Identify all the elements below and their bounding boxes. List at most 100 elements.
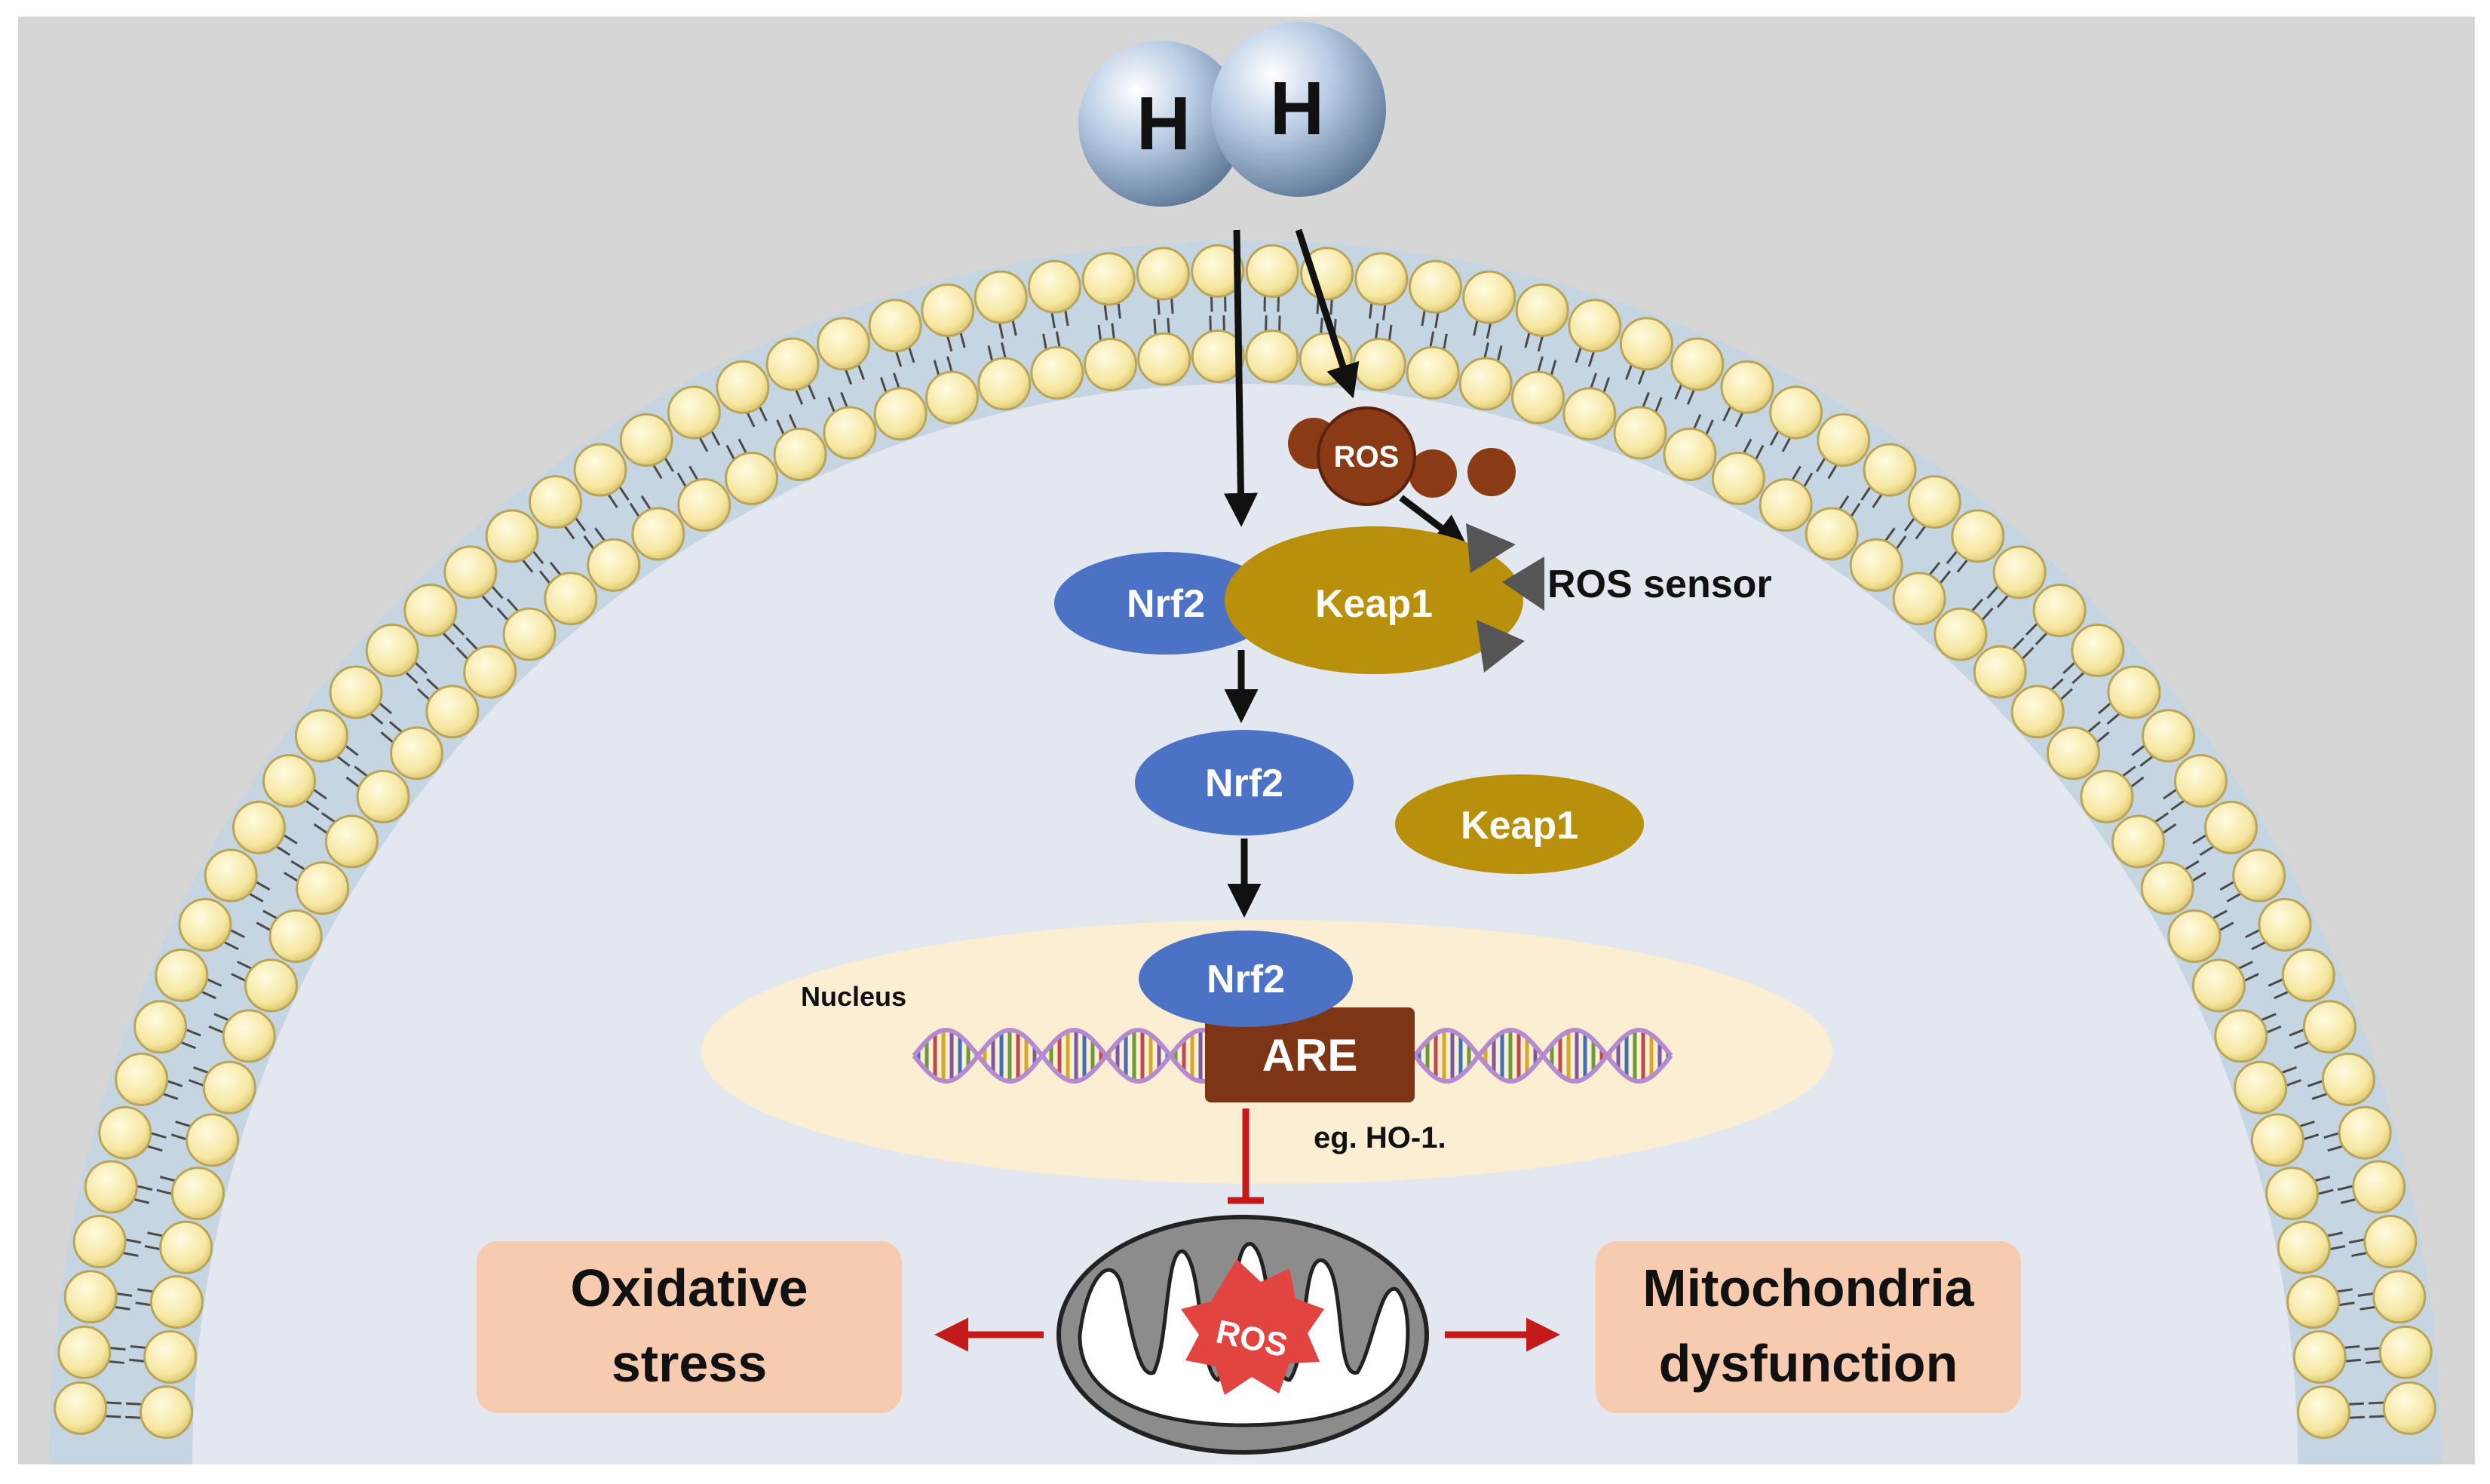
lipid-head <box>324 814 379 869</box>
lipid-head <box>1191 329 1245 383</box>
lipid-head <box>202 1060 256 1115</box>
lipid-head <box>773 428 827 482</box>
lipid-head <box>2140 861 2194 915</box>
lipid-head <box>619 413 673 468</box>
ros-sensor-triangle <box>1477 620 1525 673</box>
lipid-head <box>149 1275 204 1329</box>
dna-strand <box>1412 1027 1673 1084</box>
lipid-head <box>1973 645 2027 699</box>
lipid-head <box>294 709 348 763</box>
hydrogen-atom-left-label: H <box>1136 81 1191 166</box>
lipid-head <box>1030 345 1084 400</box>
lipid-head <box>1084 337 1138 391</box>
lipid-head <box>1951 509 2005 563</box>
lipid-head <box>1759 478 1813 532</box>
lipid-head <box>463 645 517 699</box>
lipid-head <box>1663 428 1717 482</box>
lipid-head <box>765 337 820 391</box>
lipid-head <box>1354 252 1409 306</box>
hydrogen-atom-right-label: H <box>1270 66 1324 151</box>
lipid-head <box>84 1160 138 1214</box>
lipid-head <box>1849 538 1903 592</box>
arrow-h2-to-ros <box>1295 228 1360 399</box>
lipid-head <box>631 507 685 561</box>
dna-strand <box>912 1027 1207 1084</box>
nucleus-label: Nucleus <box>801 981 906 1012</box>
lipid-head <box>390 726 444 780</box>
lipid-head <box>54 1381 108 1435</box>
lipid-head <box>1511 370 1565 425</box>
lipid-head <box>2382 1381 2436 1435</box>
lipid-head <box>573 443 627 497</box>
lipid-head <box>140 1385 194 1440</box>
lipid-head <box>232 800 286 854</box>
lipid-head <box>1245 244 1299 298</box>
lipid-head <box>98 1105 152 1160</box>
lipid-head <box>817 317 871 371</box>
mitochondria-dysfunction-line1: Mitochondria <box>1642 1259 1974 1317</box>
are-label: ARE <box>1262 1030 1358 1081</box>
lipid-head <box>204 848 258 903</box>
lipid-head <box>502 607 557 661</box>
lipid-head <box>1863 443 1917 497</box>
lipid-head <box>873 387 928 441</box>
lipid-head <box>1137 332 1191 386</box>
hydrogen-molecule: H H <box>1078 22 1386 207</box>
arrow-h2-to-nrf2-complex <box>1223 229 1258 527</box>
lipid-head <box>2352 1160 2406 1214</box>
lipid-head <box>2167 909 2222 963</box>
lipid-head <box>2296 1385 2350 1440</box>
lipid-head <box>1933 607 1988 661</box>
lipid-head <box>72 1215 127 1269</box>
lipid-head <box>977 357 1032 411</box>
lipid-head <box>2302 1000 2357 1054</box>
lipid-head <box>974 270 1028 324</box>
dna-helix <box>912 1027 1673 1084</box>
mitochondrion: ROS <box>1056 1215 1429 1455</box>
lipid-head <box>1562 387 1617 441</box>
lipid-head <box>2214 1009 2268 1063</box>
lipid-head <box>2046 726 2100 780</box>
lipid-head <box>2173 754 2228 808</box>
lipid-head <box>268 909 323 963</box>
ros-particle <box>1467 448 1516 496</box>
lipid-head <box>677 478 731 532</box>
lipid-head <box>1136 247 1190 301</box>
mitochondria-dysfunction-box <box>1596 1241 2021 1413</box>
ros-sensor-triangle <box>1466 523 1516 573</box>
lipid-head <box>921 283 975 337</box>
gene-example-label: eg. HO-1. <box>1314 1121 1446 1154</box>
hydrogen-atom-left <box>1078 41 1244 207</box>
lipid-head <box>1805 507 1859 561</box>
lipid-head <box>1568 299 1622 353</box>
lipid-head <box>425 685 480 739</box>
lipid-head <box>2372 1270 2427 1324</box>
free-keap1-label: Keap1 <box>1461 804 1578 848</box>
lipid-head <box>587 538 641 592</box>
lipid-head <box>63 1270 118 1324</box>
lipid-head <box>155 948 209 1002</box>
lipid-head <box>2032 583 2087 637</box>
lipid-head <box>1817 413 1871 468</box>
keap1-complex-label: Keap1 <box>1315 582 1433 626</box>
lipid-head <box>1515 283 1569 337</box>
lipid-head <box>2080 769 2134 823</box>
nucleus-nrf2-label: Nrf2 <box>1207 958 1285 1001</box>
lipid-head <box>2071 624 2125 678</box>
nrf2-keap1-complex: Nrf2 Keap1 ROS sensor <box>1054 523 1772 674</box>
lipid-head <box>2107 665 2161 719</box>
lipid-head <box>2232 848 2286 903</box>
lipid-head <box>1992 545 2047 599</box>
lipid-head <box>716 360 770 414</box>
lipid-head <box>1619 317 1673 371</box>
lipid-head <box>2250 1113 2304 1167</box>
lipid-head <box>2286 1275 2341 1329</box>
lipid-head <box>485 509 539 563</box>
lipid-head <box>925 370 979 425</box>
lipid-head <box>159 1220 213 1274</box>
ros-cluster: ROS <box>1288 406 1516 506</box>
lipid-head <box>1245 329 1299 383</box>
lipid-head <box>1769 385 1823 440</box>
lipid-head <box>2204 800 2258 854</box>
